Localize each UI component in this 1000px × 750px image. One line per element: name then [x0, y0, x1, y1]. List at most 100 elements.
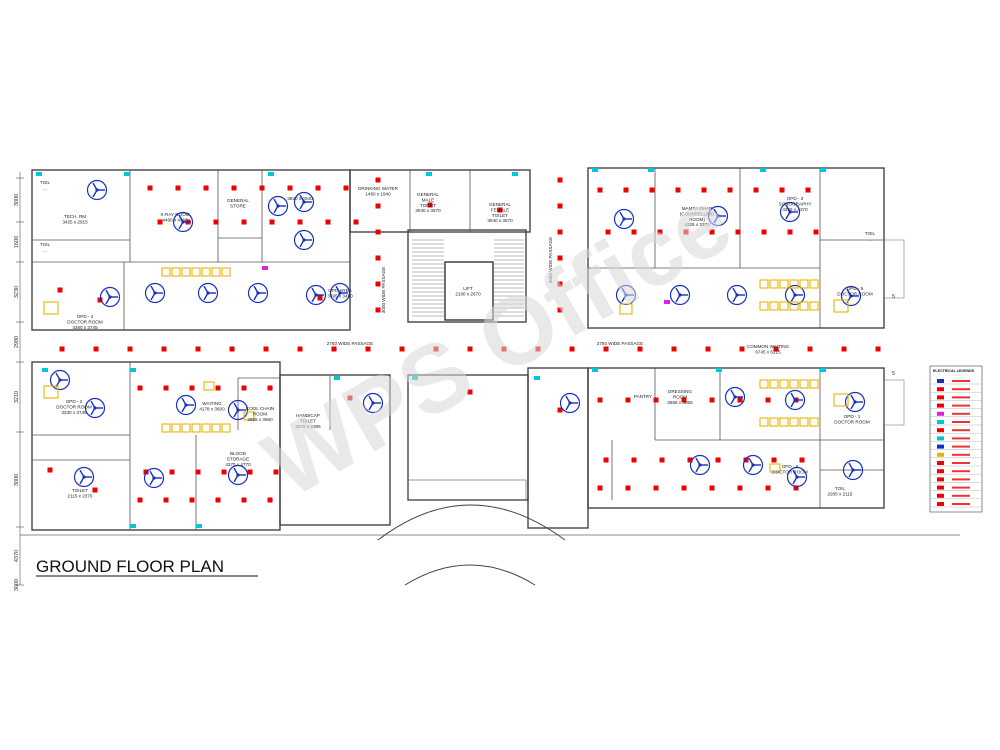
- room-label-line: TOIL: [40, 242, 51, 247]
- legend-desc-line: [952, 503, 970, 505]
- wall-fixture: [268, 172, 274, 176]
- section-mark-top: 5: [892, 294, 895, 300]
- room-label-line: GENERAL: [417, 192, 439, 197]
- room-label-line: 2935 x 2115: [828, 491, 853, 496]
- legend-desc-line: [952, 462, 970, 464]
- light-point: [215, 385, 221, 391]
- legend-desc-line: [952, 478, 970, 481]
- wall-fixture: [512, 172, 518, 176]
- room-label-line: DOCTOR ROOM: [67, 319, 103, 324]
- colored-fixtures: [36, 168, 826, 528]
- light-point: [765, 397, 771, 403]
- legend-desc-line: [952, 412, 970, 415]
- stairs: [412, 239, 524, 317]
- room-label-toilet-l2: TOIL...: [40, 242, 51, 252]
- seat: [833, 299, 849, 313]
- room-label-toilet-r1: TOIL...: [865, 231, 876, 241]
- room-label-line: DRESSING: [668, 389, 692, 394]
- seat: [779, 279, 789, 289]
- seat: [43, 385, 59, 399]
- room-label-line: 3330 x 3745: [61, 410, 87, 415]
- seat: [191, 267, 201, 277]
- wall-fixture: [334, 376, 340, 380]
- light-point: [259, 185, 265, 191]
- light-point: [557, 307, 563, 313]
- dimension-label: 1600: [14, 236, 20, 248]
- light-point: [221, 469, 227, 475]
- room-label-line: DOCTOR ROOM: [772, 469, 808, 474]
- light-point: [637, 346, 643, 352]
- seat: [799, 301, 809, 311]
- light-point: [753, 187, 759, 193]
- light-point: [213, 219, 219, 225]
- legend-swatch: [937, 395, 944, 400]
- room-label-line: MALE: [422, 197, 435, 202]
- light-point: [765, 485, 771, 491]
- seat: [809, 301, 819, 311]
- light-point: [399, 346, 405, 352]
- legend-desc-line: [952, 404, 970, 407]
- light-point: [263, 346, 269, 352]
- room-label-line: 2115 x 2370: [68, 493, 93, 498]
- room-label-line: TOIL: [835, 486, 846, 491]
- ceiling-fan-icon: [362, 392, 384, 414]
- light-point: [653, 397, 659, 403]
- seat: [809, 417, 819, 427]
- ceiling-fan-icon: [84, 397, 106, 419]
- light-point: [325, 219, 331, 225]
- light-point: [97, 297, 103, 303]
- partitions: [32, 168, 884, 530]
- room-label-line: OPD AREA: [328, 288, 352, 293]
- light-point: [687, 457, 693, 463]
- light-point: [231, 185, 237, 191]
- room-label-line: 4325 x 3370: [684, 222, 710, 227]
- room-label-line: ROOM): [689, 217, 705, 222]
- ceiling-fan-icon: [197, 282, 219, 304]
- room-label-line: MAMTA GHAR: [682, 206, 713, 211]
- legend-desc-line: [952, 429, 970, 432]
- legend-desc-line: [952, 453, 970, 456]
- seat: [769, 463, 781, 473]
- dimension-label: 3230: [14, 286, 20, 298]
- light-point: [737, 397, 743, 403]
- room-label-line: DOCTOR ROOM: [834, 419, 870, 424]
- light-point: [315, 185, 321, 191]
- room-label-line: ...: [43, 247, 47, 252]
- room-label-line: TOIL: [40, 180, 51, 185]
- room-label-line: 4355 x 4370: [782, 207, 808, 212]
- room-label-line: 6745 x 6215: [755, 349, 781, 354]
- wall-fixture: [196, 524, 202, 528]
- ceiling-fan-icon: [86, 179, 108, 201]
- light-point: [557, 229, 563, 235]
- light-point: [375, 281, 381, 287]
- light-point: [681, 397, 687, 403]
- light-point: [649, 187, 655, 193]
- seat: [809, 379, 819, 389]
- seat: [799, 417, 809, 427]
- room-label-pantry: PANTRY: [634, 394, 652, 399]
- wall-fixture: [130, 368, 136, 372]
- light-point: [603, 457, 609, 463]
- room-label-line: 4460 x 4460: [162, 217, 188, 222]
- seat: [221, 423, 231, 433]
- wall-fixture: [592, 368, 598, 372]
- light-point: [557, 177, 563, 183]
- legend-desc-line: [952, 437, 970, 440]
- room-label-line: PANTRY: [634, 394, 652, 399]
- legend-swatch: [937, 403, 944, 408]
- legend-swatch: [937, 477, 944, 482]
- seat: [203, 381, 215, 391]
- legend-swatch: [937, 461, 944, 465]
- light-point: [497, 207, 503, 213]
- wall-fixture: [760, 168, 766, 172]
